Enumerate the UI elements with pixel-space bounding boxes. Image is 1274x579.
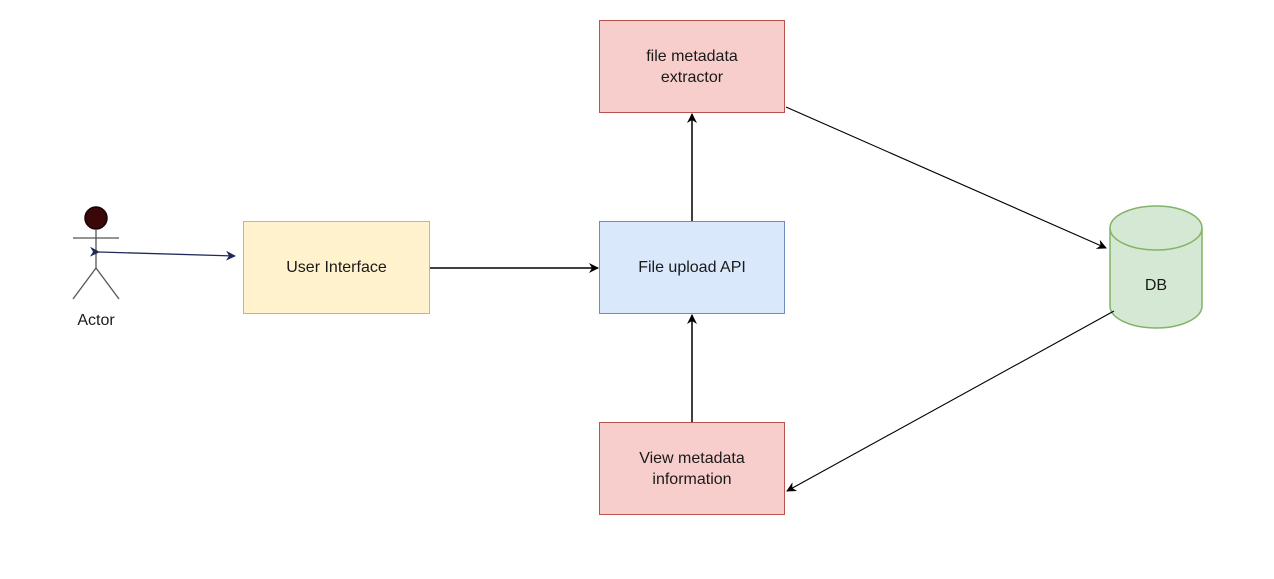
user-interface-label: User Interface bbox=[286, 259, 387, 276]
file-upload-api-node[interactable]: File upload API bbox=[599, 221, 785, 314]
actor-label: Actor bbox=[77, 312, 115, 329]
user-interface-node[interactable]: User Interface bbox=[243, 221, 430, 314]
file-metadata-extractor-node[interactable]: file metadata extractor bbox=[599, 20, 785, 113]
view-metadata-information-node[interactable]: View metadata information bbox=[599, 422, 785, 515]
database-cylinder-icon[interactable] bbox=[1109, 205, 1203, 329]
edge-actor-ui bbox=[89, 246, 236, 261]
actor-icon[interactable] bbox=[72, 206, 120, 300]
view-metadata-information-label: View metadata information bbox=[639, 449, 745, 488]
edge-extractor-db bbox=[785, 106, 1107, 249]
file-upload-api-label: File upload API bbox=[638, 259, 746, 276]
db-label: DB bbox=[1144, 277, 1168, 294]
file-metadata-extractor-label: file metadata extractor bbox=[646, 47, 738, 86]
edge-db-view bbox=[786, 310, 1115, 492]
